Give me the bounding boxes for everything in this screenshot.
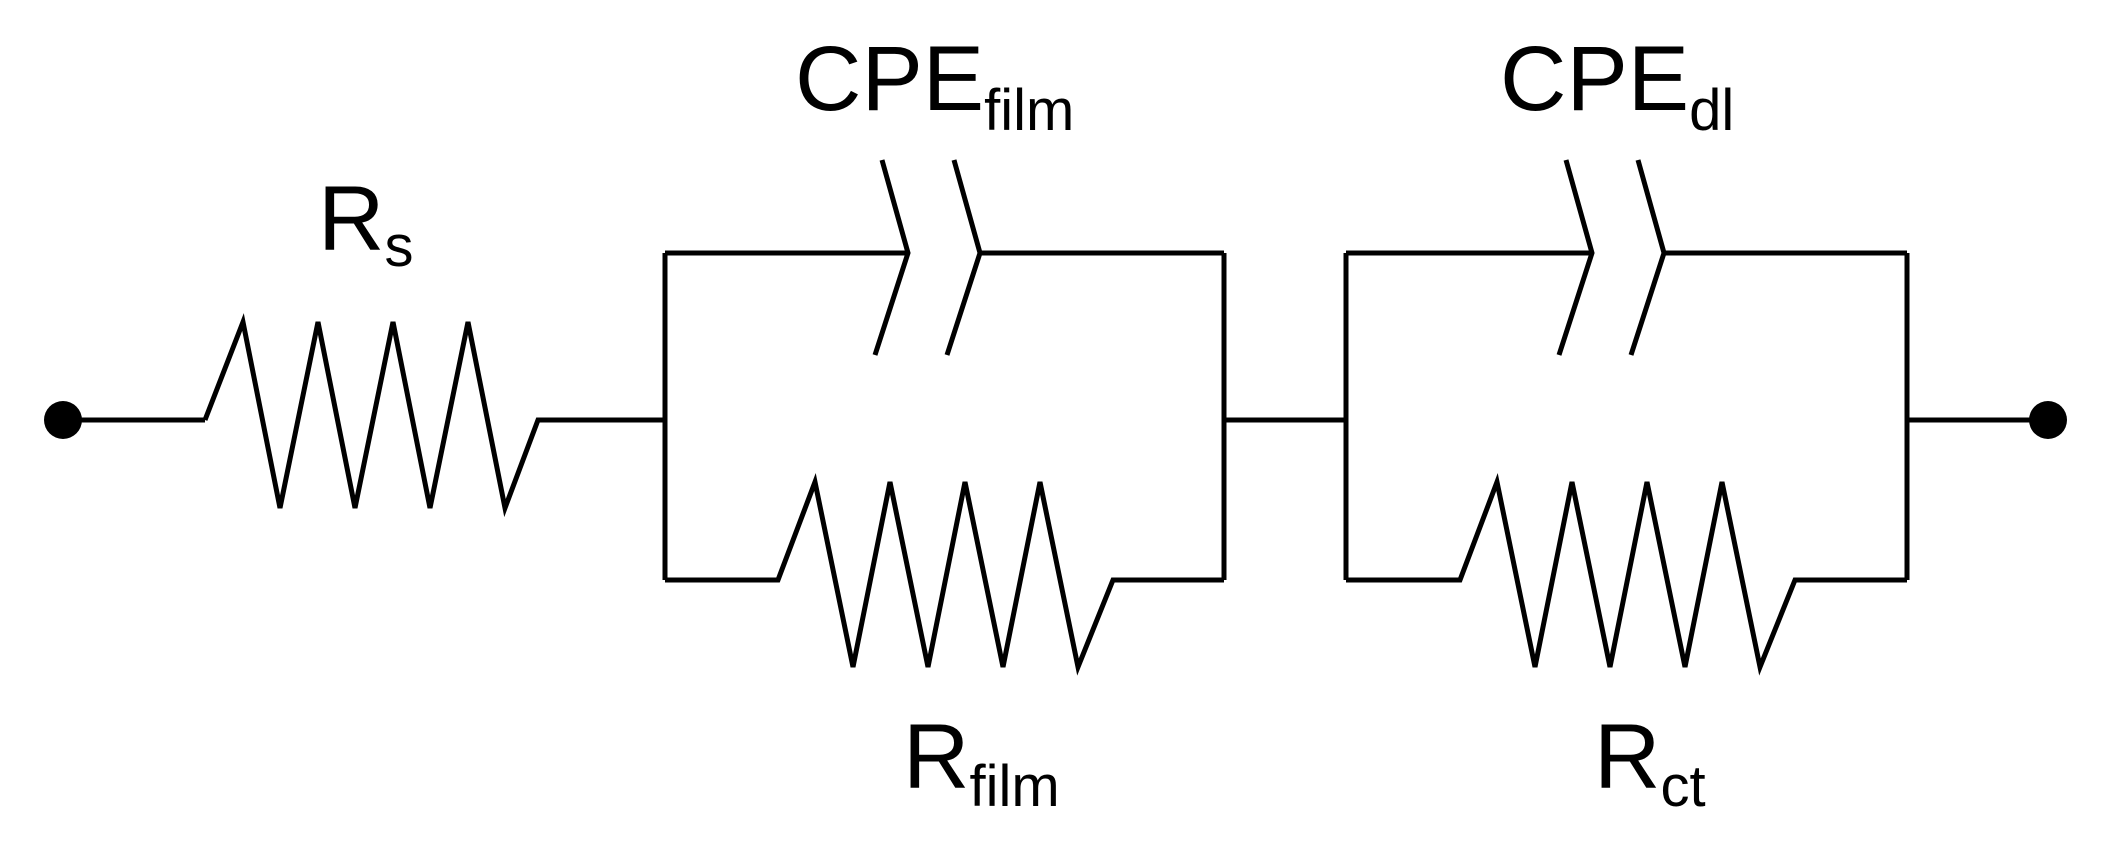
cpe-dl-plate-left <box>1556 159 1595 356</box>
cpe-film-plate-right <box>944 159 983 356</box>
cpe-film-plate-left <box>872 159 911 356</box>
r-ct-label-sub: ct <box>1660 754 1705 819</box>
rs-label-sub: s <box>384 214 413 279</box>
cpe-dl-label-sub: dl <box>1689 78 1734 143</box>
r-ct-label: Rct <box>1594 706 1706 819</box>
r-film-label: Rfilm <box>903 706 1060 819</box>
cpe-film-label: CPEfilm <box>795 28 1074 143</box>
cpe-dl-label: CPEdl <box>1500 28 1734 143</box>
rs-label: Rs <box>318 168 413 279</box>
r-film-label-main: R <box>903 706 969 808</box>
r-ct-label-main: R <box>1594 706 1660 808</box>
rs-label-main: R <box>318 168 384 270</box>
r-film-label-sub: film <box>969 754 1059 819</box>
rs-resistor <box>202 313 665 518</box>
cpe-film-label-sub: film <box>984 78 1074 143</box>
cpe-dl-label-main: CPE <box>1500 28 1689 130</box>
r-film-resistor <box>665 473 1224 676</box>
r-ct-resistor <box>1346 473 1907 676</box>
cpe-film-label-main: CPE <box>795 28 984 130</box>
cpe-dl-plate-right <box>1628 159 1667 356</box>
